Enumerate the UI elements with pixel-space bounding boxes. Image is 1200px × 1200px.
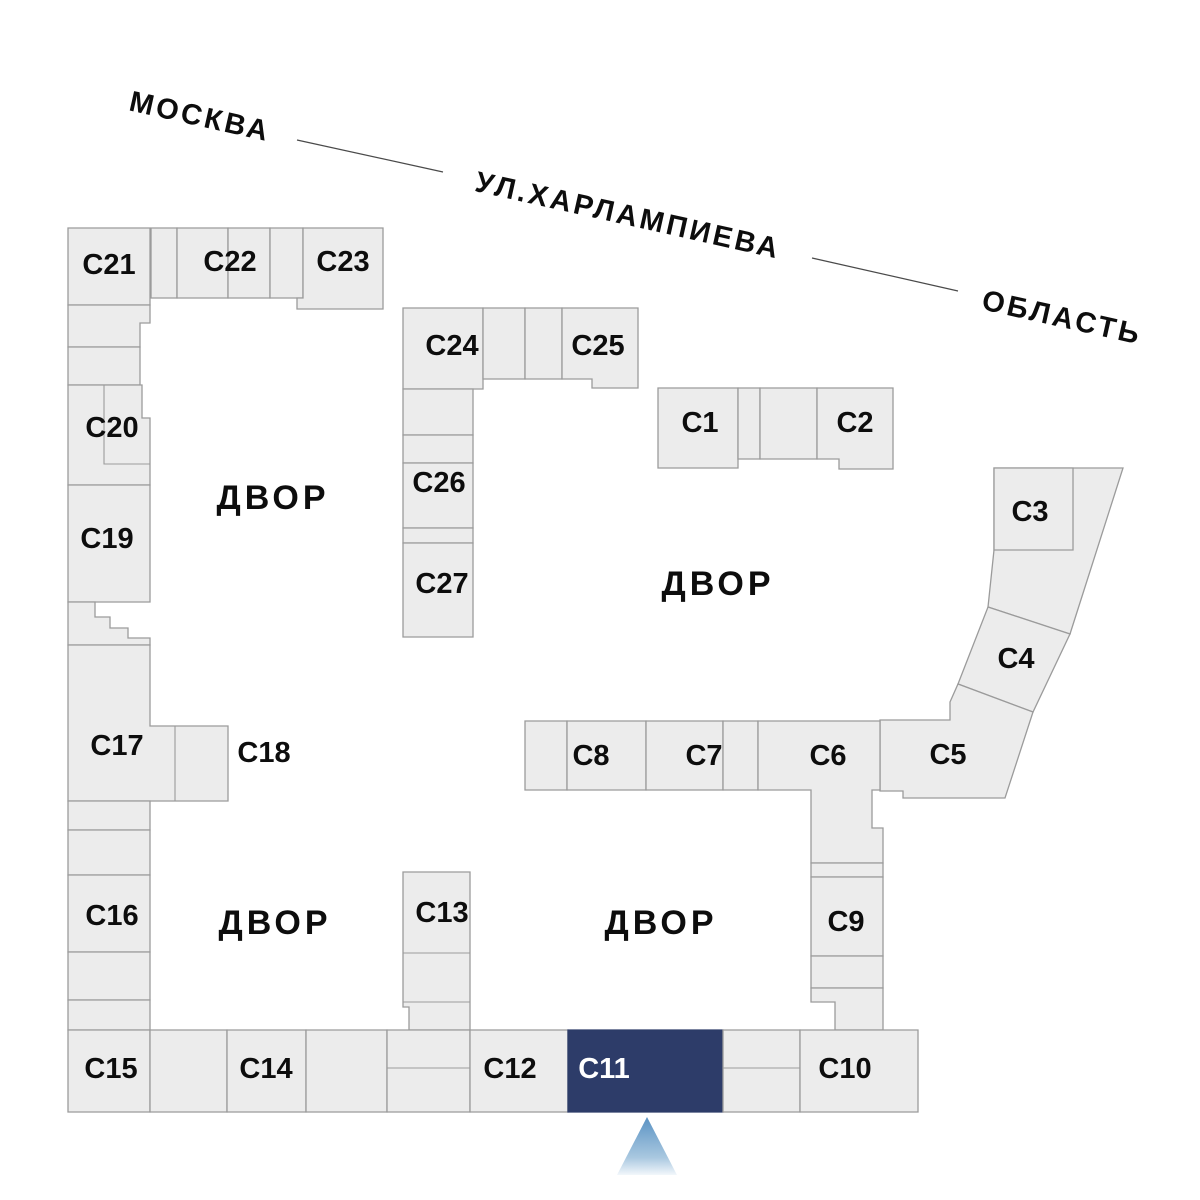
building-c9-label: С9: [827, 906, 864, 938]
building-section[interactable]: [722, 1029, 801, 1113]
building-section[interactable]: [67, 304, 151, 348]
building-c1-label: С1: [681, 407, 718, 439]
building-c22-label: С22: [203, 246, 256, 278]
building-section[interactable]: [67, 829, 151, 876]
building-c17-label: С17: [90, 730, 143, 762]
street-label-oblast: ОБЛАСТЬ: [979, 285, 1145, 352]
courtyard-label-2: ДВОР: [661, 565, 774, 603]
building-section[interactable]: [402, 388, 474, 436]
building-c5-shape[interactable]: [879, 683, 1034, 799]
building-section[interactable]: [149, 1029, 228, 1113]
building-section[interactable]: [482, 307, 526, 380]
building-c10-label: С10: [818, 1053, 871, 1085]
building-c23-shape[interactable]: [296, 227, 384, 310]
building-c2-label: С2: [836, 407, 873, 439]
building-c7-label: С7: [685, 740, 722, 772]
building-c6-shape[interactable]: [757, 720, 884, 864]
street-line-right: [811, 257, 959, 292]
building-section[interactable]: [737, 387, 761, 460]
building-section[interactable]: [150, 227, 178, 299]
building-c13-shape[interactable]: [402, 871, 471, 1031]
building-c20-label: С20: [85, 412, 138, 444]
building-c3-shape[interactable]: [993, 467, 1074, 551]
building-c1-shape[interactable]: [657, 387, 739, 469]
courtyard-label-4: ДВОР: [604, 904, 717, 942]
courtyard-label-1: ДВОР: [216, 479, 329, 517]
section-divider: [403, 952, 470, 1003]
building-section[interactable]: [402, 434, 474, 464]
building-section[interactable]: [269, 227, 304, 299]
building-c4-label: С4: [997, 643, 1034, 675]
building-section[interactable]: [305, 1029, 388, 1113]
building-section[interactable]: [810, 862, 884, 878]
building-section[interactable]: [524, 307, 563, 380]
building-c19-shape[interactable]: [67, 484, 151, 603]
street-label-moskva: МОСКВА: [126, 86, 273, 149]
building-section[interactable]: [67, 346, 141, 386]
building-c21-label: С21: [82, 249, 135, 281]
building-c16-label: С16: [85, 900, 138, 932]
building-c10-shape[interactable]: [799, 1029, 919, 1113]
building-c2-shape[interactable]: [816, 387, 894, 470]
building-c17-shape[interactable]: [67, 644, 229, 802]
building-c24-shape[interactable]: [402, 307, 484, 390]
building-section[interactable]: [810, 955, 884, 989]
building-c27-label: С27: [415, 568, 468, 600]
building-section[interactable]: [402, 527, 474, 544]
building-c27-shape[interactable]: [402, 542, 474, 638]
building-c13-label: С13: [415, 897, 468, 929]
building-section[interactable]: [722, 720, 759, 791]
building-c25-shape[interactable]: [561, 307, 639, 389]
building-c23-label: С23: [316, 246, 369, 278]
building-section[interactable]: [67, 601, 151, 646]
building-c24-label: С24: [425, 330, 478, 362]
building-section[interactable]: [524, 720, 568, 791]
building-section[interactable]: [67, 951, 151, 1001]
building-c5-label: С5: [929, 739, 966, 771]
section-divider: [103, 385, 150, 465]
building-c15-label: С15: [84, 1053, 137, 1085]
building-c6-label: С6: [809, 740, 846, 772]
selected-building-pointer-icon: [617, 1117, 677, 1175]
building-c11-label-selected: С11: [578, 1053, 630, 1085]
building-section[interactable]: [67, 999, 151, 1031]
street-line-left: [296, 139, 444, 173]
building-c25-label: С25: [571, 330, 624, 362]
building-section[interactable]: [386, 1029, 471, 1113]
building-section[interactable]: [759, 387, 818, 460]
building-c3-label: С3: [1011, 496, 1048, 528]
street-label-kharlampieva: УЛ.ХАРЛАМПИЕВА: [472, 166, 784, 265]
building-c8-label: С8: [572, 740, 609, 772]
building-section[interactable]: [67, 800, 151, 831]
building-c14-label: С14: [239, 1053, 292, 1085]
building-c26-label: С26: [412, 467, 465, 499]
courtyard-label-3: ДВОР: [218, 904, 331, 942]
building-c18-label: С18: [237, 737, 290, 769]
building-c19-label: С19: [80, 523, 133, 555]
building-section[interactable]: [810, 987, 884, 1031]
building-c12-label: С12: [483, 1053, 536, 1085]
